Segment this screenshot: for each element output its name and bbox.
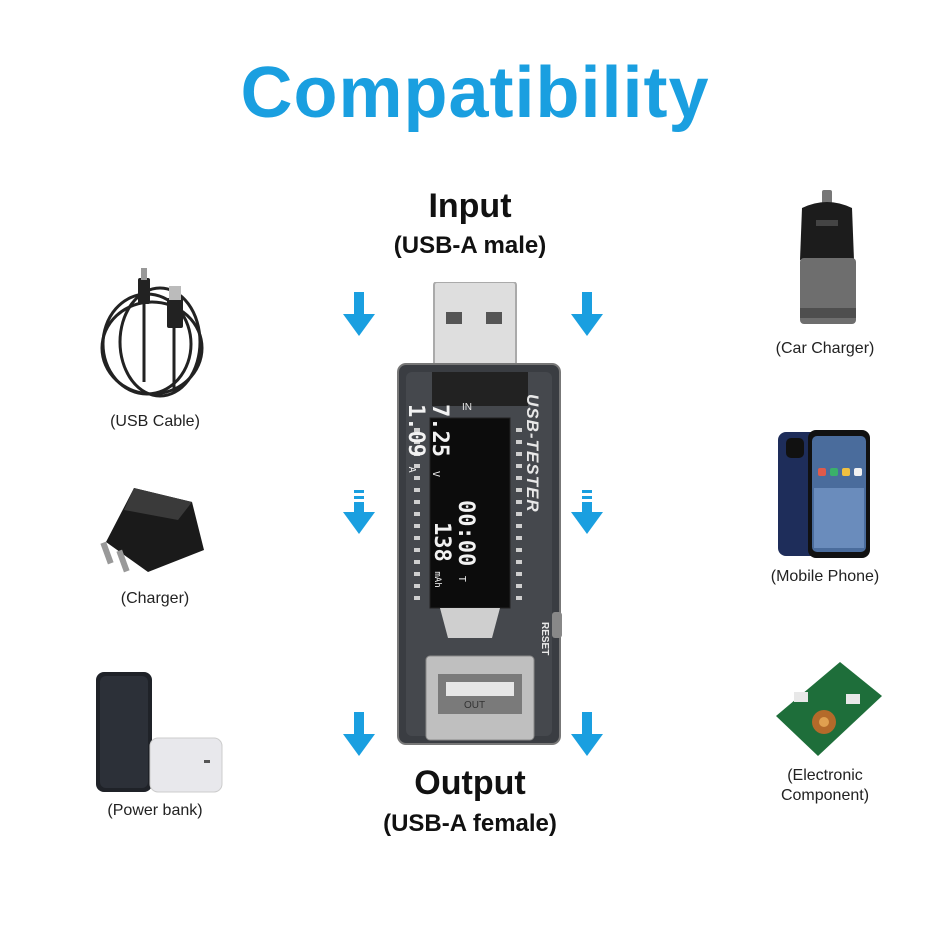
arrow-down-icon [571, 292, 603, 336]
brand-label: USB-TESTER [523, 394, 542, 513]
input-heading: Input [428, 187, 512, 225]
car-charger-icon [790, 188, 870, 333]
arrow-down-icon [571, 712, 603, 756]
charger-caption: (Charger) [120, 590, 190, 607]
current-unit: A [406, 466, 417, 473]
arrow-down-icon [343, 292, 375, 336]
time-readout: 00:00 [453, 500, 478, 567]
circuit-board-icon [770, 658, 886, 762]
current-readout: 1.09 [403, 404, 428, 457]
page-title: Compatibility [240, 53, 710, 133]
capacity-unit: mAh [432, 571, 442, 588]
input-subheading: (USB-A male) [393, 232, 547, 259]
mobile-phone-icon [776, 428, 872, 560]
electronic-component-caption-line2: Component) [780, 787, 870, 804]
usb-cable-icon [92, 262, 222, 412]
voltage-readout: 7.25 [427, 404, 452, 457]
car-charger-caption: (Car Charger) [775, 340, 875, 357]
power-bank-caption: (Power bank) [107, 802, 203, 819]
output-heading: Output [414, 764, 526, 802]
power-bank-icon [92, 668, 232, 798]
in-label: IN [462, 402, 472, 413]
dashed-arrow-down-icon [571, 490, 603, 534]
mobile-phone-caption: (Mobile Phone) [770, 568, 880, 585]
electronic-component-caption-line1: (Electronic [787, 767, 863, 784]
capacity-readout: 138 [429, 522, 454, 562]
usb-cable-caption: (USB Cable) [110, 413, 200, 430]
reset-label: RESET [539, 622, 550, 656]
arrow-down-icon [343, 712, 375, 756]
dashed-arrow-down-icon [343, 490, 375, 534]
usb-tester-device: 7.25 V 1.09 A 00:00 T 138 mAh USB-TESTER… [392, 282, 572, 752]
voltage-unit: V [430, 470, 441, 478]
time-unit: T [456, 575, 467, 582]
output-subheading: (USB-A female) [383, 810, 557, 837]
electronic-component-caption: (Electronic Component) [750, 766, 900, 806]
out-label: OUT [464, 700, 486, 711]
charger-icon [94, 480, 214, 580]
